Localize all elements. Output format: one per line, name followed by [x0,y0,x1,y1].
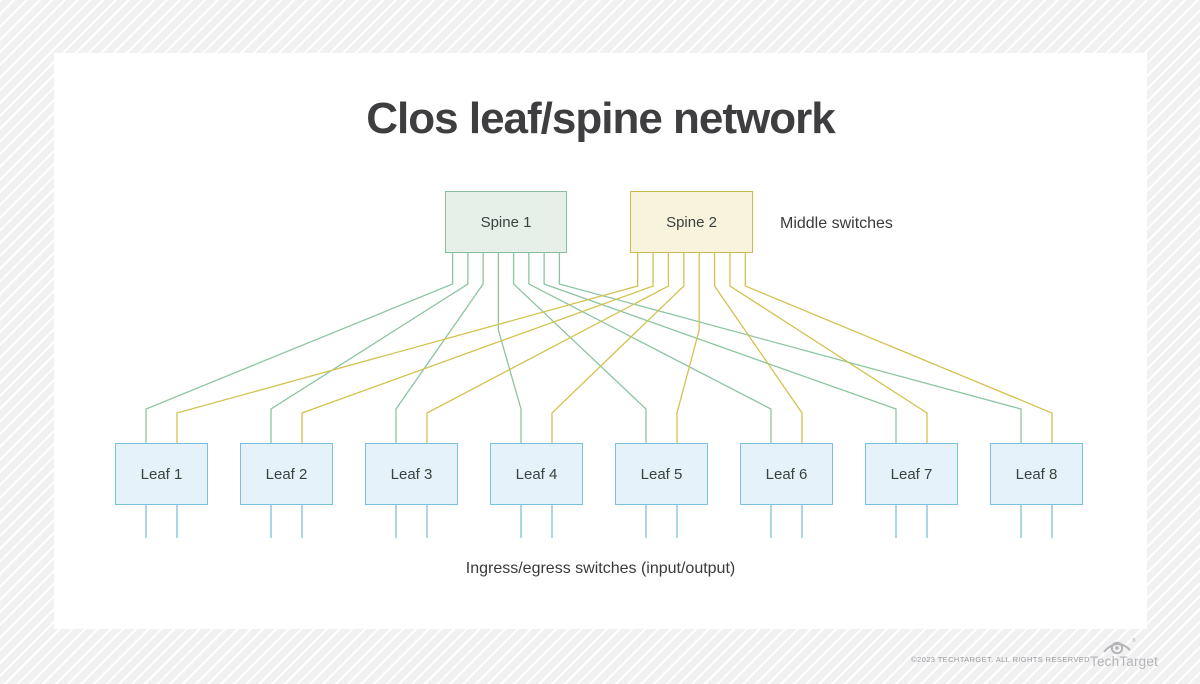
leaf-box-7: Leaf 7 [865,443,958,505]
leaf-label: Leaf 2 [265,465,308,483]
spine-1-label: Spine 1 [480,213,532,231]
leaf-label: Leaf 1 [140,465,183,483]
techtarget-eye-icon: ® [1103,637,1136,655]
leaf-label: Leaf 4 [515,465,558,483]
copyright-text: ©2023 TECHTARGET. ALL RIGHTS RESERVED [911,655,1090,664]
leaf-label: Leaf 6 [765,465,808,483]
leaf-box-2: Leaf 2 [240,443,333,505]
middle-switches-label: Middle switches [780,215,893,232]
leaf-box-8: Leaf 8 [990,443,1083,505]
leaf-label: Leaf 3 [390,465,433,483]
leaf-label: Leaf 8 [1015,465,1058,483]
ingress-egress-label: Ingress/egress switches (input/output) [465,560,736,577]
spine-2-box: Spine 2 [630,191,753,253]
techtarget-brand-text: TechTarget [1090,654,1159,669]
diagram-title: Clos leaf/spine network [366,94,835,143]
leaf-box-6: Leaf 6 [740,443,833,505]
leaf-label: Leaf 7 [890,465,933,483]
registered-mark: ® [1132,637,1136,644]
leaf-box-5: Leaf 5 [615,443,708,505]
leaf-box-3: Leaf 3 [365,443,458,505]
leaf-box-1: Leaf 1 [115,443,208,505]
leaf-label: Leaf 5 [640,465,683,483]
spine-1-box: Spine 1 [445,191,567,253]
spine-2-label: Spine 2 [666,213,717,231]
leaf-box-4: Leaf 4 [490,443,583,505]
techtarget-logo: ® TechTarget [1090,636,1159,669]
